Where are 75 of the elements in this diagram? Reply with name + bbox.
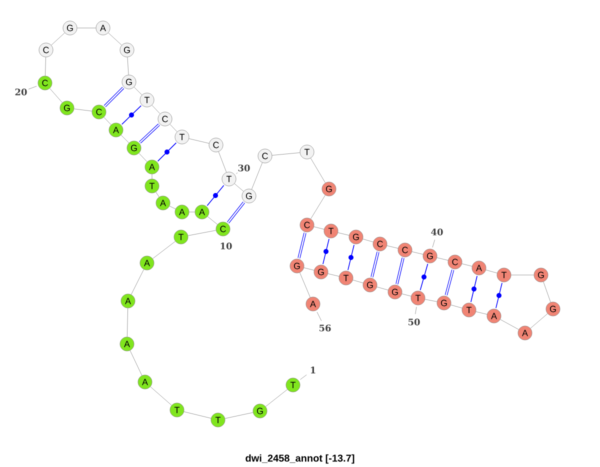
backbone-line: [108, 32, 122, 46]
position-number: 1: [310, 366, 316, 374]
position-number: 40: [431, 228, 443, 236]
backbone-line: [362, 238, 374, 242]
backbone-line: [207, 216, 218, 225]
position-number: 20: [15, 88, 27, 96]
base-pair-line: [348, 244, 354, 270]
base-pair-line: [444, 270, 454, 296]
backbone-line: [188, 230, 216, 236]
base-pair-line: [227, 202, 245, 224]
backbone-line: [352, 280, 364, 284]
backbone-line: [127, 56, 129, 76]
base-pair-line: [370, 252, 380, 278]
backbone-line: [50, 88, 62, 103]
backbone-line: [134, 86, 142, 96]
backbone-line: [130, 350, 142, 376]
position-number: 10: [220, 242, 232, 250]
backbone-line: [234, 183, 244, 192]
base-pair-line: [157, 142, 177, 162]
backbone-line: [104, 117, 112, 125]
backbone-line: [436, 257, 448, 261]
backbone-line: [450, 304, 462, 308]
backbone-line: [328, 273, 340, 277]
backbone-line: [169, 206, 176, 210]
backbone-line: [476, 311, 488, 315]
backbone-line: [376, 286, 388, 290]
backbone-line: [462, 264, 472, 266]
backbone-line: [131, 269, 144, 295]
base-pair-line: [104, 86, 124, 108]
backbone-line: [184, 412, 212, 418]
backbone-line: [188, 138, 210, 144]
backbone-line: [300, 272, 310, 298]
backbone-line: [170, 124, 178, 132]
position-number: 30: [238, 164, 250, 172]
base-pair-line: [322, 238, 330, 264]
backbone-line: [265, 389, 288, 407]
backbone-line: [304, 268, 314, 270]
backbone-line: [338, 232, 350, 236]
backbone-line: [251, 162, 263, 190]
backbone-line: [310, 194, 326, 220]
backbone-line: [412, 251, 424, 255]
base-pair-line: [420, 263, 428, 291]
backbone-line: [74, 108, 92, 112]
backbone-line: [150, 386, 172, 406]
backbone-line: [511, 274, 534, 276]
backbone-line: [500, 319, 519, 330]
backbone-line: [51, 32, 65, 46]
backbone-line: [386, 245, 398, 249]
backbone-line: [310, 158, 326, 183]
backbone-line: [138, 153, 148, 162]
base-pair-line: [139, 124, 160, 144]
backbone-line: [530, 313, 548, 329]
position-number: 50: [408, 318, 420, 326]
backbone-line: [543, 282, 551, 302]
backbone-line: [45, 57, 46, 76]
base-pair-line: [396, 258, 404, 284]
backbone-line: [156, 192, 160, 198]
base-pair-line: [470, 276, 478, 302]
base-pair-line: [298, 232, 306, 258]
backbone-line: [120, 134, 130, 144]
backbone-line: [486, 270, 498, 274]
backbone-line: [224, 412, 254, 419]
position-number: 56: [319, 324, 331, 332]
backbone-line: [152, 241, 176, 259]
base-pair-line: [122, 105, 142, 125]
backbone-line: [126, 308, 128, 337]
caption: dwi_2458_annot [-13.7]: [246, 454, 354, 464]
backbone-line: [314, 226, 324, 230]
backbone-line: [218, 152, 227, 172]
base-pair-line: [496, 282, 502, 308]
backbone-line: [272, 152, 300, 156]
backbone-line: [402, 294, 412, 296]
backbone-line: [424, 299, 438, 302]
backbone-line: [152, 105, 160, 114]
base-pair-line: [206, 184, 224, 206]
